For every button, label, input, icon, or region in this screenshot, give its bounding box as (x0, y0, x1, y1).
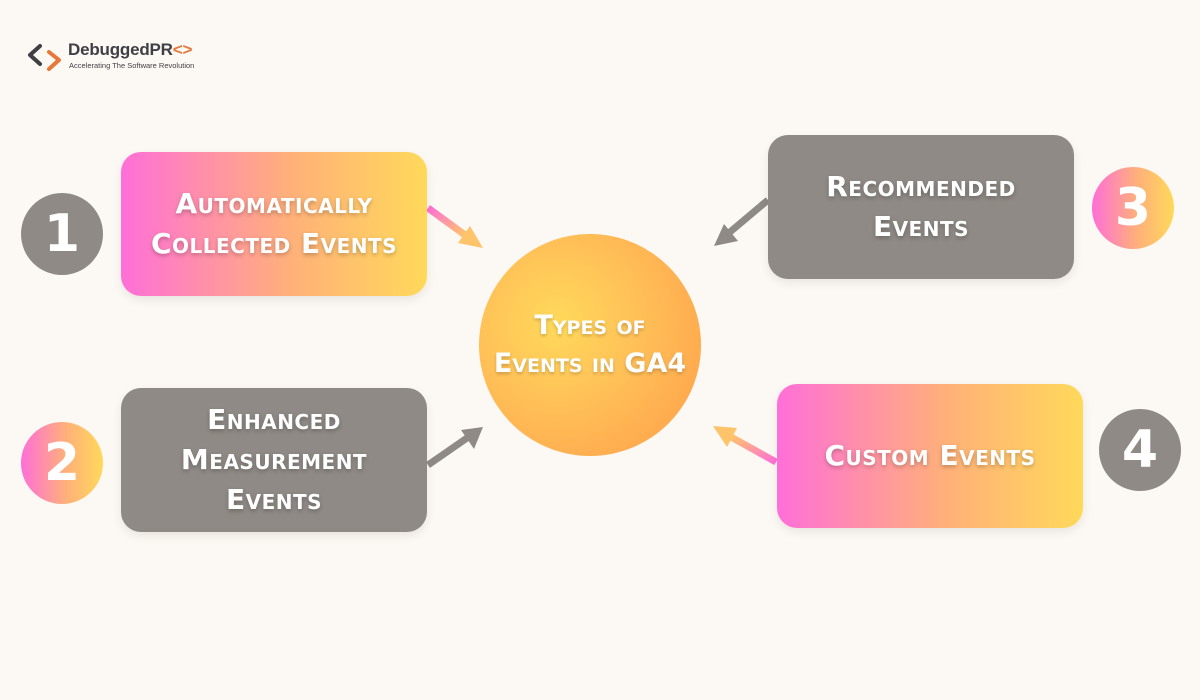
event-type-3-line-2: Events (872, 210, 970, 243)
event-type-4-line-1: Custom Events (824, 439, 1036, 472)
brand-logo: DebuggedPR<> Accelerating The Software R… (27, 40, 227, 74)
event-type-card-1: Automatically Collected Events (121, 152, 427, 296)
brand-name-accent: <> (172, 40, 193, 59)
number-badge-2: 2 (21, 422, 103, 504)
arrow-3 (714, 197, 771, 246)
brand-tagline: Accelerating The Software Revolution (69, 61, 195, 70)
event-type-2-line-1: Enhanced (207, 403, 341, 436)
brand-name-main: DebuggedPR (68, 40, 173, 59)
arrow-2 (426, 427, 483, 468)
code-brackets-icon (28, 44, 61, 71)
brand-name: DebuggedPR<> (68, 40, 192, 60)
arrow-1 (425, 205, 483, 248)
event-type-1-line-2: Collected Events (150, 227, 398, 260)
number-badge-3: 3 (1092, 167, 1174, 249)
central-topic-line-1: Types of (534, 310, 646, 341)
event-type-2-line-3: Events (225, 483, 323, 516)
event-type-label-1: Automatically Collected Events (151, 184, 397, 264)
event-type-card-2: Enhanced Measurement Events (121, 388, 427, 532)
event-type-label-4: Custom Events (824, 436, 1035, 476)
arrow-4 (713, 426, 778, 466)
event-type-1-line-1: Automatically (175, 187, 373, 220)
number-badge-4: 4 (1099, 409, 1181, 491)
central-topic-circle: Types of Events in GA4 (479, 234, 701, 456)
number-badge-1: 1 (21, 193, 103, 275)
event-type-card-3: Recommended Events (768, 135, 1074, 279)
event-type-label-2: Enhanced Measurement Events (181, 400, 367, 520)
event-type-label-3: Recommended Events (826, 167, 1015, 247)
event-type-3-line-1: Recommended (826, 170, 1016, 203)
central-topic-line-2: Events in GA4 (493, 348, 687, 379)
event-type-2-line-2: Measurement (180, 443, 368, 476)
event-type-card-4: Custom Events (777, 384, 1083, 528)
